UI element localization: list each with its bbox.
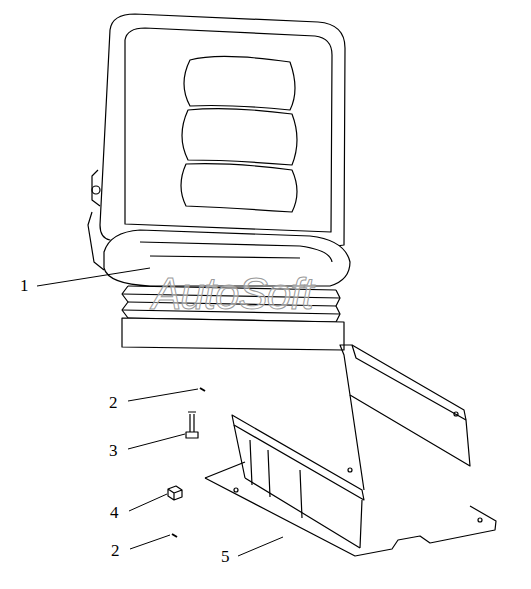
callout-number: 4 (110, 504, 119, 521)
callout-number: 1 (20, 277, 29, 294)
nut-part-4 (168, 486, 182, 500)
callout-number: 3 (109, 442, 118, 459)
callout-number: 2 (109, 394, 118, 411)
back-pad-middle (182, 109, 297, 165)
callout-number: 2 (111, 542, 120, 559)
backrest (100, 14, 345, 250)
seat-base-plate (122, 318, 344, 350)
callout-number: 5 (221, 548, 230, 565)
screw-part-2-upper (200, 388, 205, 391)
adjust-knob (92, 186, 100, 194)
backrest-inner (125, 28, 332, 232)
seat-bracket (205, 345, 496, 556)
bolt-part-3 (186, 412, 198, 438)
cushion-top (140, 242, 332, 262)
side-lever (88, 170, 104, 270)
back-pad-upper (184, 56, 295, 110)
screw-part-2-lower (172, 534, 177, 537)
watermark: AutoSoft (152, 272, 313, 316)
back-pad-lower (181, 164, 297, 212)
